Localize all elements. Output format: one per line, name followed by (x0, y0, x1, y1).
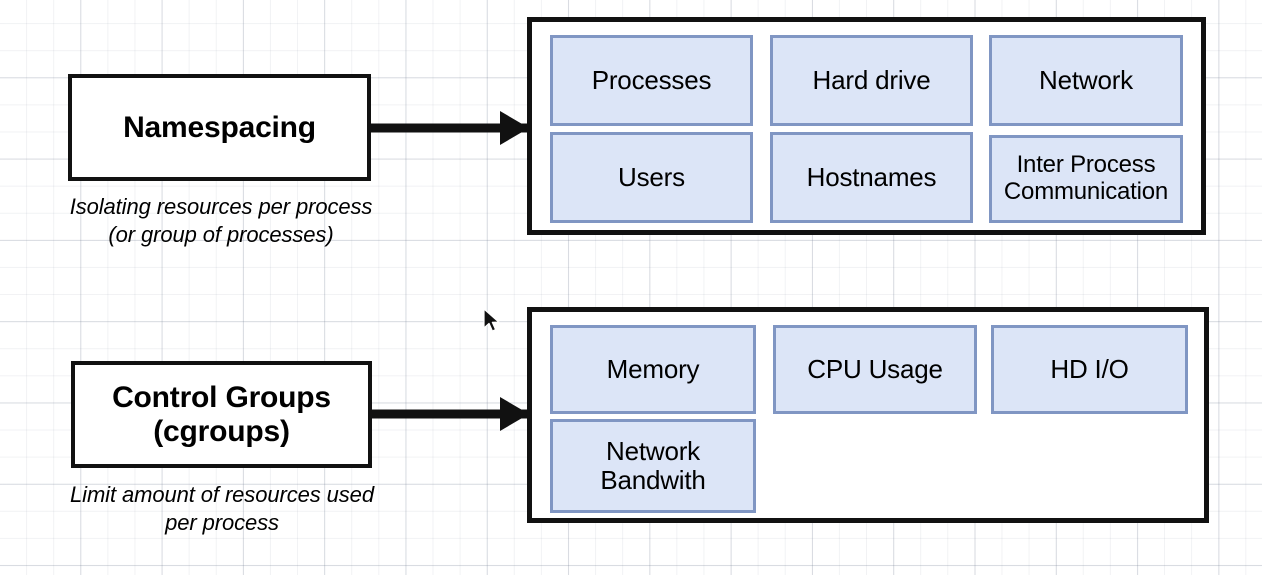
arrow-shaft (369, 123, 529, 133)
resource-cell-processes: Processes (550, 35, 753, 126)
resource-cell-cpu-usage: CPU Usage (773, 325, 977, 414)
concept-title-cgroups: Control Groups (cgroups) (112, 380, 331, 448)
concept-box-cgroups: Control Groups (cgroups) (71, 361, 372, 468)
resource-cell-hostnames: Hostnames (770, 132, 973, 223)
resource-cell-hd-io: HD I/O (991, 325, 1188, 414)
concept-caption-namespacing: Isolating resources per process (or grou… (69, 194, 373, 248)
arrow-head (500, 397, 529, 431)
arrow-cgroups-to-resources (371, 396, 529, 432)
resource-cell-memory: Memory (550, 325, 756, 414)
panel-cgroups-resources: Memory CPU Usage HD I/O Network Bandwith (527, 307, 1209, 523)
resource-cell-network-bandwith: Network Bandwith (550, 419, 756, 513)
resource-cell-users: Users (550, 132, 753, 223)
arrow-shaft (371, 409, 529, 419)
concept-box-namespacing: Namespacing (68, 74, 371, 181)
mouse-cursor-icon (483, 308, 500, 332)
resource-cell-hard-drive: Hard drive (770, 35, 973, 126)
resource-cell-network: Network (989, 35, 1183, 126)
concept-caption-cgroups: Limit amount of resources used per proce… (70, 482, 374, 536)
panel-namespacing-resources: Processes Hard drive Network Users Hostn… (527, 17, 1206, 235)
arrow-namespacing-to-resources (369, 110, 529, 146)
concept-title-namespacing: Namespacing (123, 110, 316, 144)
resource-cell-inter-process-communication: Inter Process Communication (989, 135, 1183, 223)
arrow-head (500, 111, 529, 145)
